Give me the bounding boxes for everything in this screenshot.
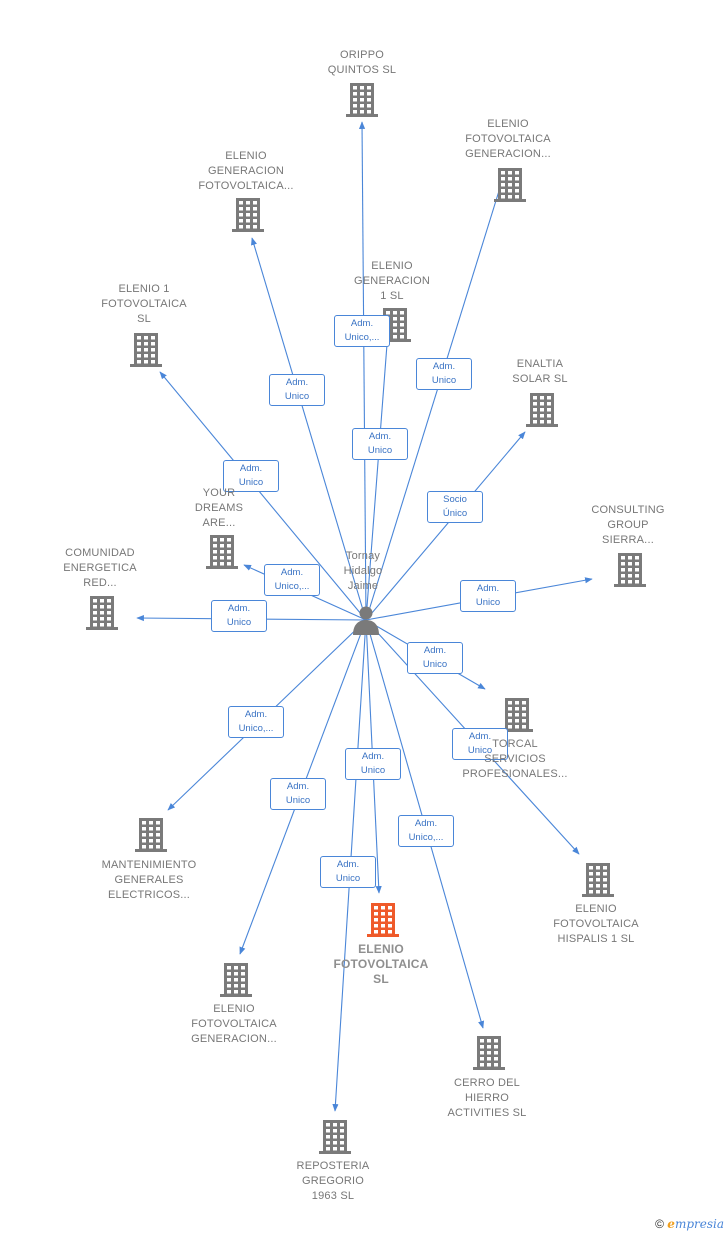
node-label-mantenimiento: MANTENIMIENTO GENERALES ELECTRICOS... xyxy=(101,859,197,901)
node-label-elenio_gen_bottom: ELENIO FOTOVOLTAICA GENERACION... xyxy=(191,1003,277,1045)
brand-logo: empresia xyxy=(667,1217,724,1231)
edge-enaltia xyxy=(365,431,526,621)
building-icon[interactable] xyxy=(526,393,558,427)
edge-label-consulting[interactable]: Adm. Unico xyxy=(460,580,516,612)
node-label-elenio_fv: ELENIO FOTOVOLTAICA SL xyxy=(333,942,429,986)
building-icon[interactable] xyxy=(582,863,614,897)
building-icon[interactable] xyxy=(130,333,162,367)
edge-label-reposteria[interactable]: Adm. Unico xyxy=(320,856,376,888)
edge-label-elenio_gen_fv[interactable]: Adm. Unico xyxy=(269,374,325,406)
node-label-consulting: CONSULTING GROUP SIERRA... xyxy=(591,504,665,546)
node-label-comunidad: COMUNIDAD ENERGETICA RED... xyxy=(63,547,137,589)
node-label-enaltia: ENALTIA SOLAR SL xyxy=(512,358,568,385)
edge-label-enaltia[interactable]: Socio Único xyxy=(427,491,483,523)
edge-label-hispalis[interactable]: Adm. Unico xyxy=(452,728,508,760)
node-label-elenio_gen_fv: ELENIO GENERACION FOTOVOLTAICA... xyxy=(198,150,294,192)
watermark[interactable]: © empresia xyxy=(655,1217,724,1231)
node-label-torcal: TORCAL SERVICIOS PROFESIONALES... xyxy=(462,738,568,780)
edge-label-elenio_fv[interactable]: Adm. Unico xyxy=(345,748,401,780)
edge-label-mantenimiento[interactable]: Adm. Unico,... xyxy=(228,706,284,738)
edge-orippo xyxy=(358,121,367,621)
node-label-hispalis: ELENIO FOTOVOLTAICA HISPALIS 1 SL xyxy=(553,903,639,945)
building-icon[interactable] xyxy=(494,168,526,202)
icons-layer xyxy=(86,83,646,1154)
building-icon[interactable] xyxy=(367,903,399,937)
edge-label-elenio_gen_top[interactable]: Adm. Unico xyxy=(416,358,472,390)
edge-label-elenio_gen1[interactable]: Adm. Unico xyxy=(352,428,408,460)
node-label-reposteria: REPOSTERIA GREGORIO 1963 SL xyxy=(296,1160,370,1202)
building-icon[interactable] xyxy=(86,596,118,630)
building-icon[interactable] xyxy=(206,535,238,569)
edge-label-torcal[interactable]: Adm. Unico xyxy=(407,642,463,674)
building-icon[interactable] xyxy=(473,1036,505,1070)
edge-elenio_gen_top xyxy=(365,177,504,621)
building-icon[interactable] xyxy=(232,198,264,232)
building-icon[interactable] xyxy=(220,963,252,997)
building-icon[interactable] xyxy=(614,553,646,587)
node-label-elenio1: ELENIO 1 FOTOVOLTAICA SL xyxy=(101,283,187,325)
edge-label-comunidad[interactable]: Adm. Unico xyxy=(211,600,267,632)
person-icon[interactable] xyxy=(353,606,379,636)
building-icon[interactable] xyxy=(501,698,533,732)
building-icon[interactable] xyxy=(135,818,167,852)
building-icon[interactable] xyxy=(319,1120,351,1154)
edge-label-cerro[interactable]: Adm. Unico,... xyxy=(398,815,454,847)
node-label-elenio_gen1: ELENIO GENERACION 1 SL xyxy=(354,260,430,302)
node-label-your_dreams: YOUR DREAMS ARE... xyxy=(194,487,244,529)
building-icon[interactable] xyxy=(379,308,411,342)
edge-label-elenio1[interactable]: Adm. Unico xyxy=(223,460,279,492)
node-label-cerro: CERRO DEL HIERRO ACTIVITIES SL xyxy=(447,1077,527,1119)
node-label-orippo: ORIPPO QUINTOS SL xyxy=(327,49,397,76)
node-label-elenio_gen_top: ELENIO FOTOVOLTAICA GENERACION... xyxy=(465,118,551,160)
person-label: Tornay Hidalgo Jaime xyxy=(343,550,383,592)
edge-label-orippo[interactable]: Adm. Unico,... xyxy=(334,315,390,347)
edge-elenio_gen_fv xyxy=(251,237,367,621)
edge-elenio_gen1 xyxy=(365,317,392,621)
copyright-symbol: © xyxy=(655,1217,664,1231)
edge-label-your_dreams[interactable]: Adm. Unico,... xyxy=(264,564,320,596)
edge-label-elenio_gen_bottom[interactable]: Adm. Unico xyxy=(270,778,326,810)
building-icon[interactable] xyxy=(346,83,378,117)
edge-elenio1 xyxy=(159,371,367,621)
